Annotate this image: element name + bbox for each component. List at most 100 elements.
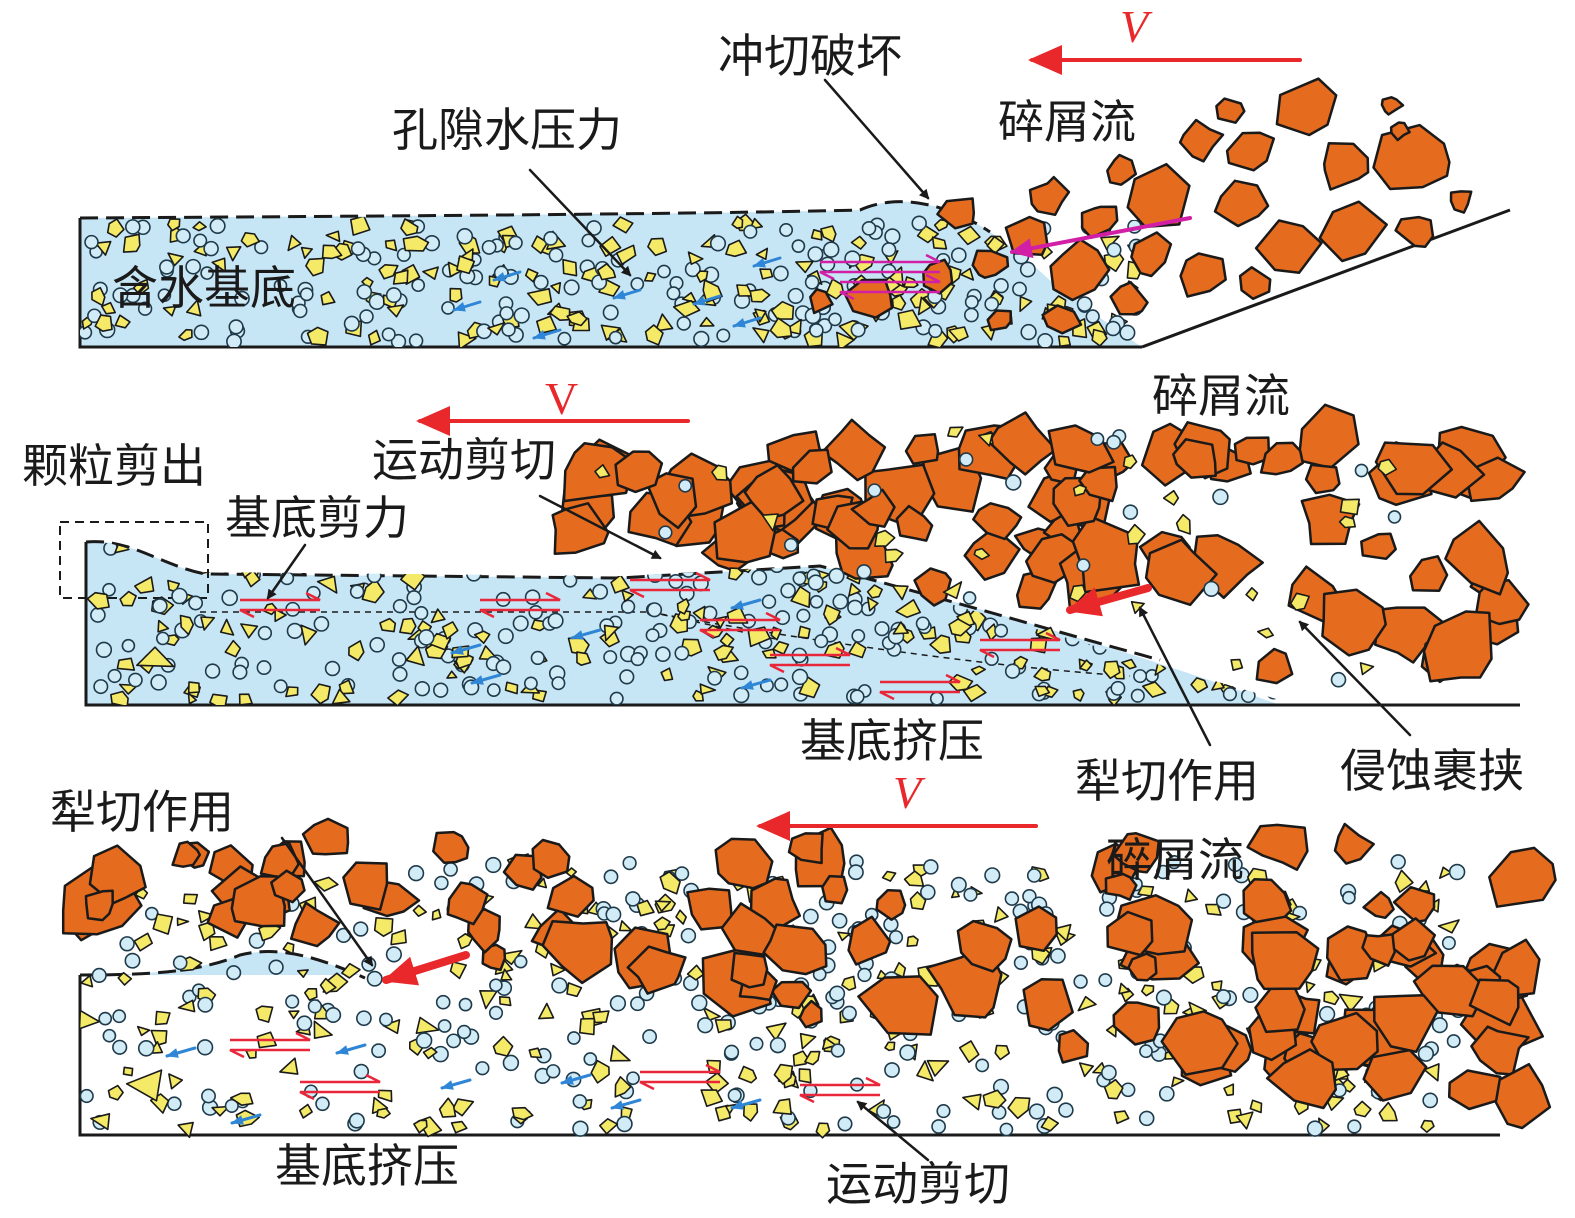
middle-plowing-label: 犁切作用	[1075, 754, 1259, 808]
debris-block	[1310, 1011, 1379, 1072]
yellow-grain	[310, 683, 331, 705]
debris-block	[1049, 238, 1111, 302]
pore-bubble	[964, 307, 979, 323]
debris-block	[1080, 205, 1119, 239]
pore-bubble	[1099, 901, 1115, 917]
pore-bubble	[1422, 1092, 1439, 1109]
yellow-grain	[599, 235, 622, 258]
yellow-grain	[909, 891, 927, 911]
top-shear-couple-arrow	[839, 290, 940, 301]
yellow-grain	[736, 284, 754, 297]
yellow-grain	[288, 1010, 300, 1020]
pore-bubble	[828, 312, 842, 327]
pore-bubble	[1441, 936, 1456, 950]
debris-block	[1112, 1001, 1161, 1046]
yellow-grain	[438, 1097, 457, 1118]
yellow-grain	[1040, 1116, 1060, 1132]
pore-bubble	[994, 623, 1009, 638]
pore-bubble	[481, 239, 497, 255]
yellow-grain	[550, 281, 562, 295]
pore-bubble	[1203, 656, 1221, 673]
yellow-grain	[804, 1050, 821, 1066]
pore-bubble	[658, 525, 673, 540]
pore-bubble	[415, 1032, 433, 1049]
yellow-grain	[1092, 615, 1109, 631]
debris-block	[1106, 153, 1138, 186]
yellow-grain	[1378, 1101, 1398, 1122]
yellow-grain	[524, 268, 539, 283]
yellow-grain	[167, 252, 184, 267]
yellow-grain	[229, 1092, 254, 1106]
pore-bubble	[93, 679, 109, 695]
pore-bubble	[958, 452, 974, 467]
yellow-grain	[240, 623, 259, 639]
pore-bubble	[353, 1063, 370, 1080]
yellow-grain	[1141, 984, 1155, 997]
pore-bubble	[349, 584, 365, 599]
pore-bubble	[121, 638, 136, 653]
yellow-grain	[1175, 513, 1191, 535]
debris-block	[956, 919, 1013, 973]
top-flow-arrow	[732, 316, 762, 328]
yellow-grain	[415, 1016, 440, 1034]
pore-bubble	[418, 629, 435, 646]
middle-shear-couple-arrow	[979, 648, 1060, 659]
yellow-grain	[305, 257, 325, 277]
yellow-grain	[687, 251, 704, 266]
pore-bubble	[888, 930, 904, 945]
pore-bubble	[802, 908, 819, 925]
debris-block	[230, 875, 286, 928]
debris-block	[1106, 910, 1154, 957]
top-impact-arrow	[1010, 216, 1192, 259]
yellow-grain	[303, 987, 318, 1001]
pore-bubble	[697, 1017, 714, 1034]
pore-bubble	[1106, 434, 1122, 450]
top-substrate-label: 含水基底	[112, 261, 296, 315]
yellow-grain	[134, 576, 155, 594]
pore-bubble	[446, 1033, 462, 1049]
yellow-grain	[487, 321, 506, 336]
yellow-grain	[446, 670, 458, 679]
yellow-grain	[772, 1098, 793, 1115]
pore-bubble	[285, 994, 300, 1009]
top-flow-arrow	[692, 294, 722, 306]
yellow-grain	[700, 1089, 724, 1108]
pore-bubble	[256, 660, 272, 676]
pore-bubble	[90, 607, 106, 623]
pore-bubble	[929, 691, 944, 705]
yellow-grain	[636, 899, 655, 917]
yellow-grain	[400, 218, 419, 237]
pore-bubble	[562, 573, 578, 588]
pore-bubble	[1417, 1045, 1435, 1062]
middle-arrows	[239, 406, 1412, 747]
pore-bubble	[406, 590, 422, 606]
yellow-grain	[1252, 571, 1278, 591]
yellow-grain	[150, 1029, 168, 1047]
yellow-grain	[319, 977, 337, 995]
pore-bubble	[616, 1115, 633, 1133]
pore-bubble	[1085, 309, 1100, 324]
pore-bubble	[392, 598, 408, 614]
pore-bubble	[232, 664, 248, 680]
pore-bubble	[435, 994, 451, 1010]
yellow-grain	[1289, 592, 1310, 611]
yellow-grain	[822, 604, 841, 626]
yellow-grain	[948, 618, 973, 637]
pore-bubble	[1120, 1082, 1136, 1098]
yellow-grain	[792, 1050, 809, 1067]
pore-bubble	[1390, 854, 1406, 870]
pore-bubble	[325, 1007, 342, 1023]
middle-shear-couple-arrow	[880, 673, 961, 684]
pore-bubble	[530, 650, 545, 666]
pore-bubble	[458, 997, 473, 1012]
pore-bubble	[499, 306, 514, 321]
pore-bubble	[366, 568, 382, 584]
middle-entrainment-leader	[1298, 620, 1412, 737]
pore-bubble	[307, 999, 323, 1014]
debris-block	[857, 975, 939, 1036]
yellow-grain	[835, 331, 855, 347]
debris-block	[1130, 231, 1173, 278]
yellow-grain	[361, 578, 385, 604]
pore-bubble	[1218, 615, 1235, 632]
yellow-grain	[676, 597, 690, 615]
